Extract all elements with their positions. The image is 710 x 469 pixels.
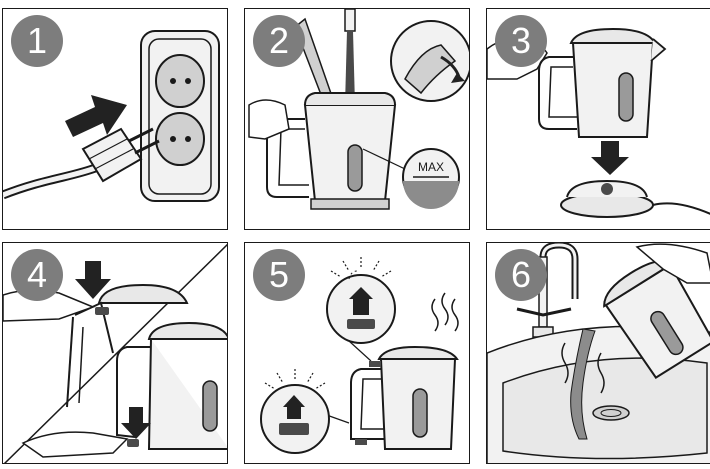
step-number-badge: 1 (11, 15, 63, 67)
step-number-badge: 4 (11, 249, 63, 301)
step-2-panel: 2 MAX (244, 8, 470, 230)
step-number-badge: 5 (253, 249, 305, 301)
step-number-badge: 3 (495, 15, 547, 67)
step-number-badge: 6 (495, 249, 547, 301)
step-4-panel: 4 (2, 242, 228, 464)
step-6-panel: 6 (486, 242, 710, 464)
place-down-arrow-icon (591, 141, 629, 175)
step-number-badge: 2 (253, 15, 305, 67)
press-down-arrow-icon (121, 407, 151, 439)
step-1-panel: 1 (2, 8, 228, 230)
step-5-panel: 5 (244, 242, 470, 464)
max-level-label: MAX (418, 160, 444, 174)
step-3-panel: 3 (486, 8, 710, 230)
